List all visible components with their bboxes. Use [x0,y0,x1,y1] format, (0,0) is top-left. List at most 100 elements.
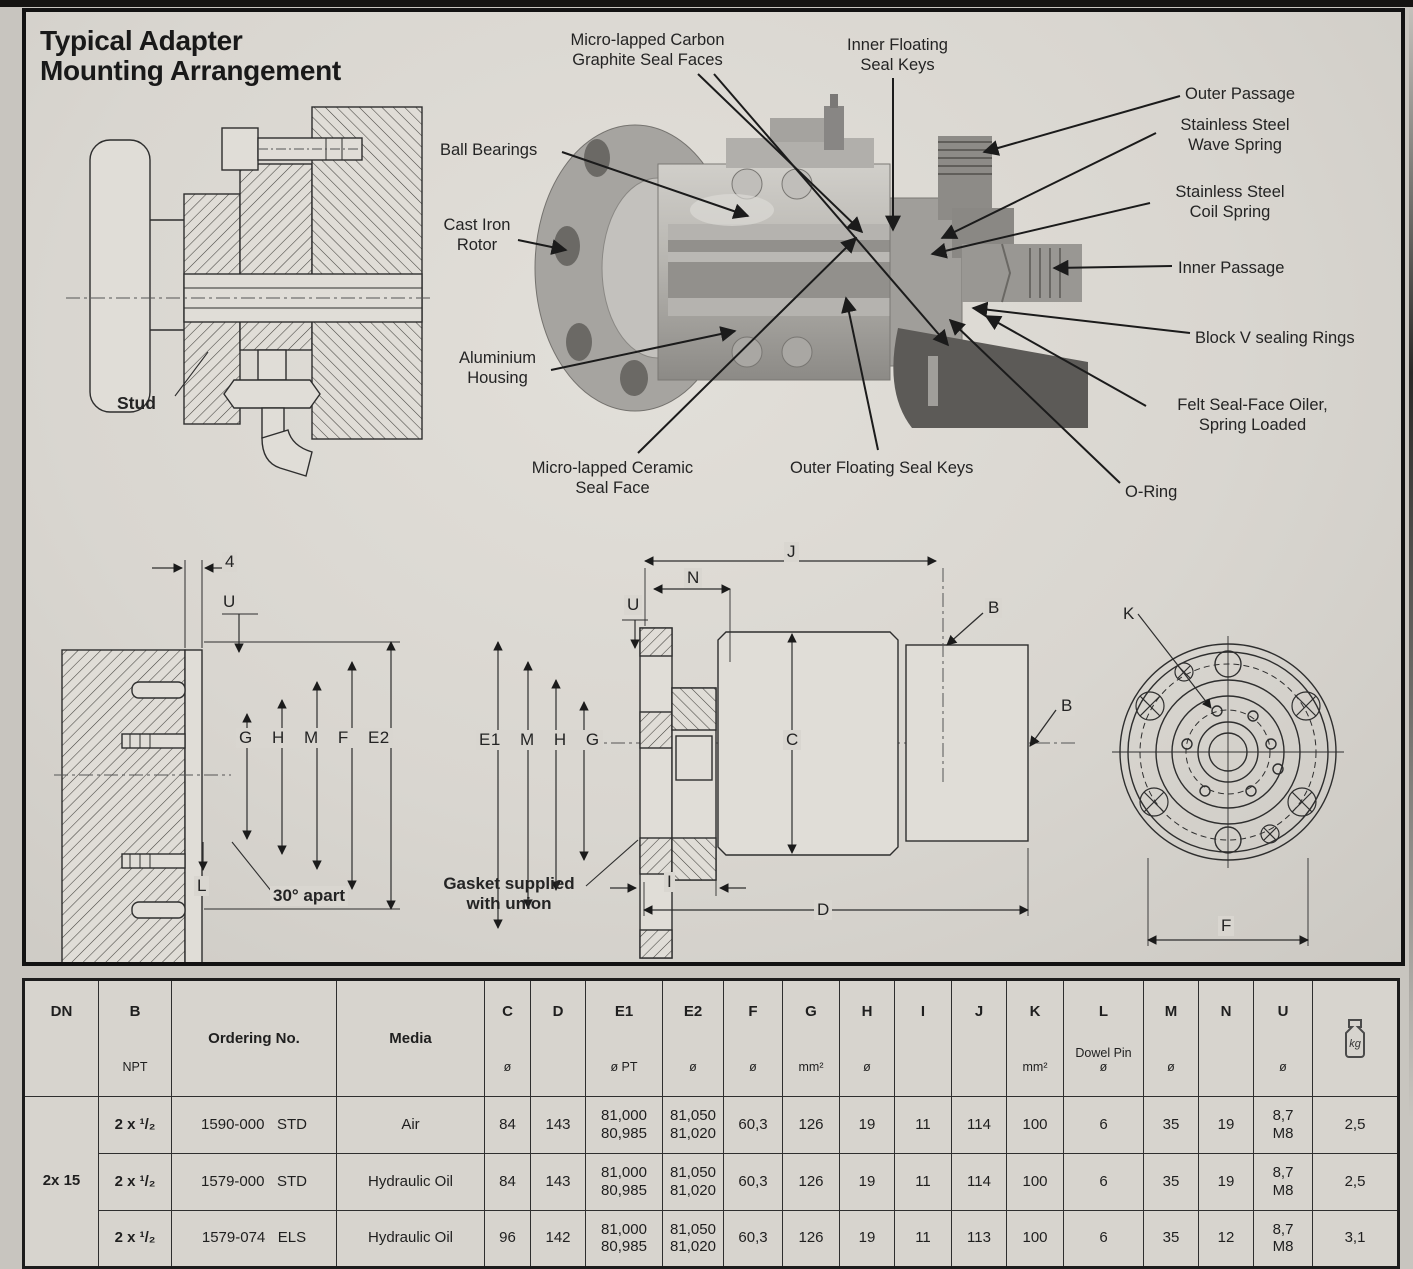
table-cell: 8,7 M8 [1253,1152,1313,1211]
table-cell: 35 [1143,1152,1199,1211]
page-title: Typical Adapter Mounting Arrangement [40,25,341,87]
table-cell: 8,7 M8 [1253,1095,1313,1154]
table-header-cell: J [951,979,1007,1097]
table-cell: 2,5 [1312,1095,1399,1154]
dim-f: F [1218,916,1235,936]
table-header-cell: I [894,979,952,1097]
table-cell: 81,000 80,985 [585,1095,663,1154]
dim-l: L [194,876,210,896]
dim-b2: B [1058,696,1076,716]
table-cell: 84 [484,1095,531,1154]
table-cell: 19 [1198,1095,1254,1154]
table-cell: 3,1 [1312,1209,1399,1268]
table-cell: Hydraulic Oil [336,1209,485,1268]
header-dn: DN [50,1003,73,1021]
table-cell: 8,7 M8 [1253,1209,1313,1268]
label-outer-passage: Outer Passage [1185,85,1296,103]
table-header-cell: Ordering No. [171,979,337,1097]
header-m: M [1164,1003,1178,1021]
table-cell: 81,050 81,020 [662,1152,724,1211]
weight-kg-label: kg [1349,1038,1362,1050]
table-cell: 100 [1006,1209,1064,1268]
table-cell: 2,5 [1312,1152,1399,1211]
table-cell: 60,3 [723,1152,783,1211]
table-cell: 60,3 [723,1209,783,1268]
table-cell: 12 [1198,1209,1254,1268]
technical-drawing-svg [54,73,1344,962]
table-cell: 81,050 81,020 [662,1095,724,1154]
diagram-panel: Typical Adapter Mounting Arrangement Mic… [22,8,1405,966]
header-j: J [974,1003,984,1021]
header-k: K [1029,1003,1041,1021]
table-cell: 81,000 80,985 [585,1152,663,1211]
label-gasket: Gasket supplied with union [443,874,575,913]
table-cell: 35 [1143,1095,1199,1154]
dim-4: 4 [222,552,238,572]
label-aluminium-housing: Aluminium Housing [458,349,537,388]
table-cell: 1590-000 STD [171,1095,337,1154]
dim-d: D [814,900,833,920]
header-f: F [748,1003,758,1021]
table-cell: 81,000 80,985 [585,1209,663,1268]
header-d: D [552,1003,564,1021]
table-cell: 11 [894,1095,952,1154]
table-header-cell: D [530,979,586,1097]
label-ceramic-seal-face: Micro-lapped Ceramic Seal Face [531,459,694,498]
dim-30-apart: 30° apart [270,886,349,906]
scan-right-edge [1409,0,1413,1242]
label-inner-floating-seal-keys: Inner Floating Seal Keys [847,36,948,75]
header-ordering-no: Ordering No. [208,1030,300,1048]
header-l: L [1098,1003,1109,1021]
table-cell: 1579-000 STD [171,1152,337,1211]
label-outer-floating-seal-keys: Outer Floating Seal Keys [790,459,974,477]
table-cell: 143 [530,1152,586,1211]
table-cell: 60,3 [723,1095,783,1154]
table-cell: 142 [530,1209,586,1268]
dim-figure-left [54,560,400,962]
table-cell: Hydraulic Oil [336,1152,485,1211]
table-header-cell: N [1198,979,1254,1097]
table-cell: 19 [1198,1152,1254,1211]
table-cell: 96 [484,1209,531,1268]
table-cell: 84 [484,1152,531,1211]
table-cell: 2 x ¹/₂ [98,1095,172,1154]
header-media: Media [389,1030,432,1048]
header-b: B [129,1003,141,1021]
label-coil-spring: Stainless Steel Coil Spring [1175,183,1285,222]
header-e1: E1 [614,1003,634,1021]
table-cell: 2 x ¹/₂ [98,1209,172,1268]
table-cell: 113 [951,1209,1007,1268]
header-n: N [1220,1003,1232,1021]
label-block-v-sealing-rings: Block V sealing Rings [1195,329,1355,347]
table-cell-dn: 2x 15 [23,1095,99,1268]
dim-c: C [783,730,802,750]
dim-k: K [1123,604,1135,623]
cutaway-leader-arrows [517,73,1191,484]
table-cell: 114 [951,1152,1007,1211]
header-h: H [861,1003,873,1021]
table-cell: Air [336,1095,485,1154]
dim-n: N [684,568,703,588]
stud-mount-figure [66,106,430,477]
table-cell: 11 [894,1209,952,1268]
label-o-ring: O-Ring [1125,483,1178,501]
table-cell: 100 [1006,1152,1064,1211]
label-wave-spring: Stainless Steel Wave Spring [1180,116,1290,155]
table-cell: 114 [951,1095,1007,1154]
dim-row-e1mhg: E1 M H G [476,730,603,750]
table-row: 2 x ¹/₂ 1579-074 ELS Hydraulic Oil 96 14… [24,1209,1399,1268]
header-u: U [1277,1003,1289,1021]
dim-u-mid: U [624,595,643,615]
table-cell: 19 [839,1209,895,1268]
